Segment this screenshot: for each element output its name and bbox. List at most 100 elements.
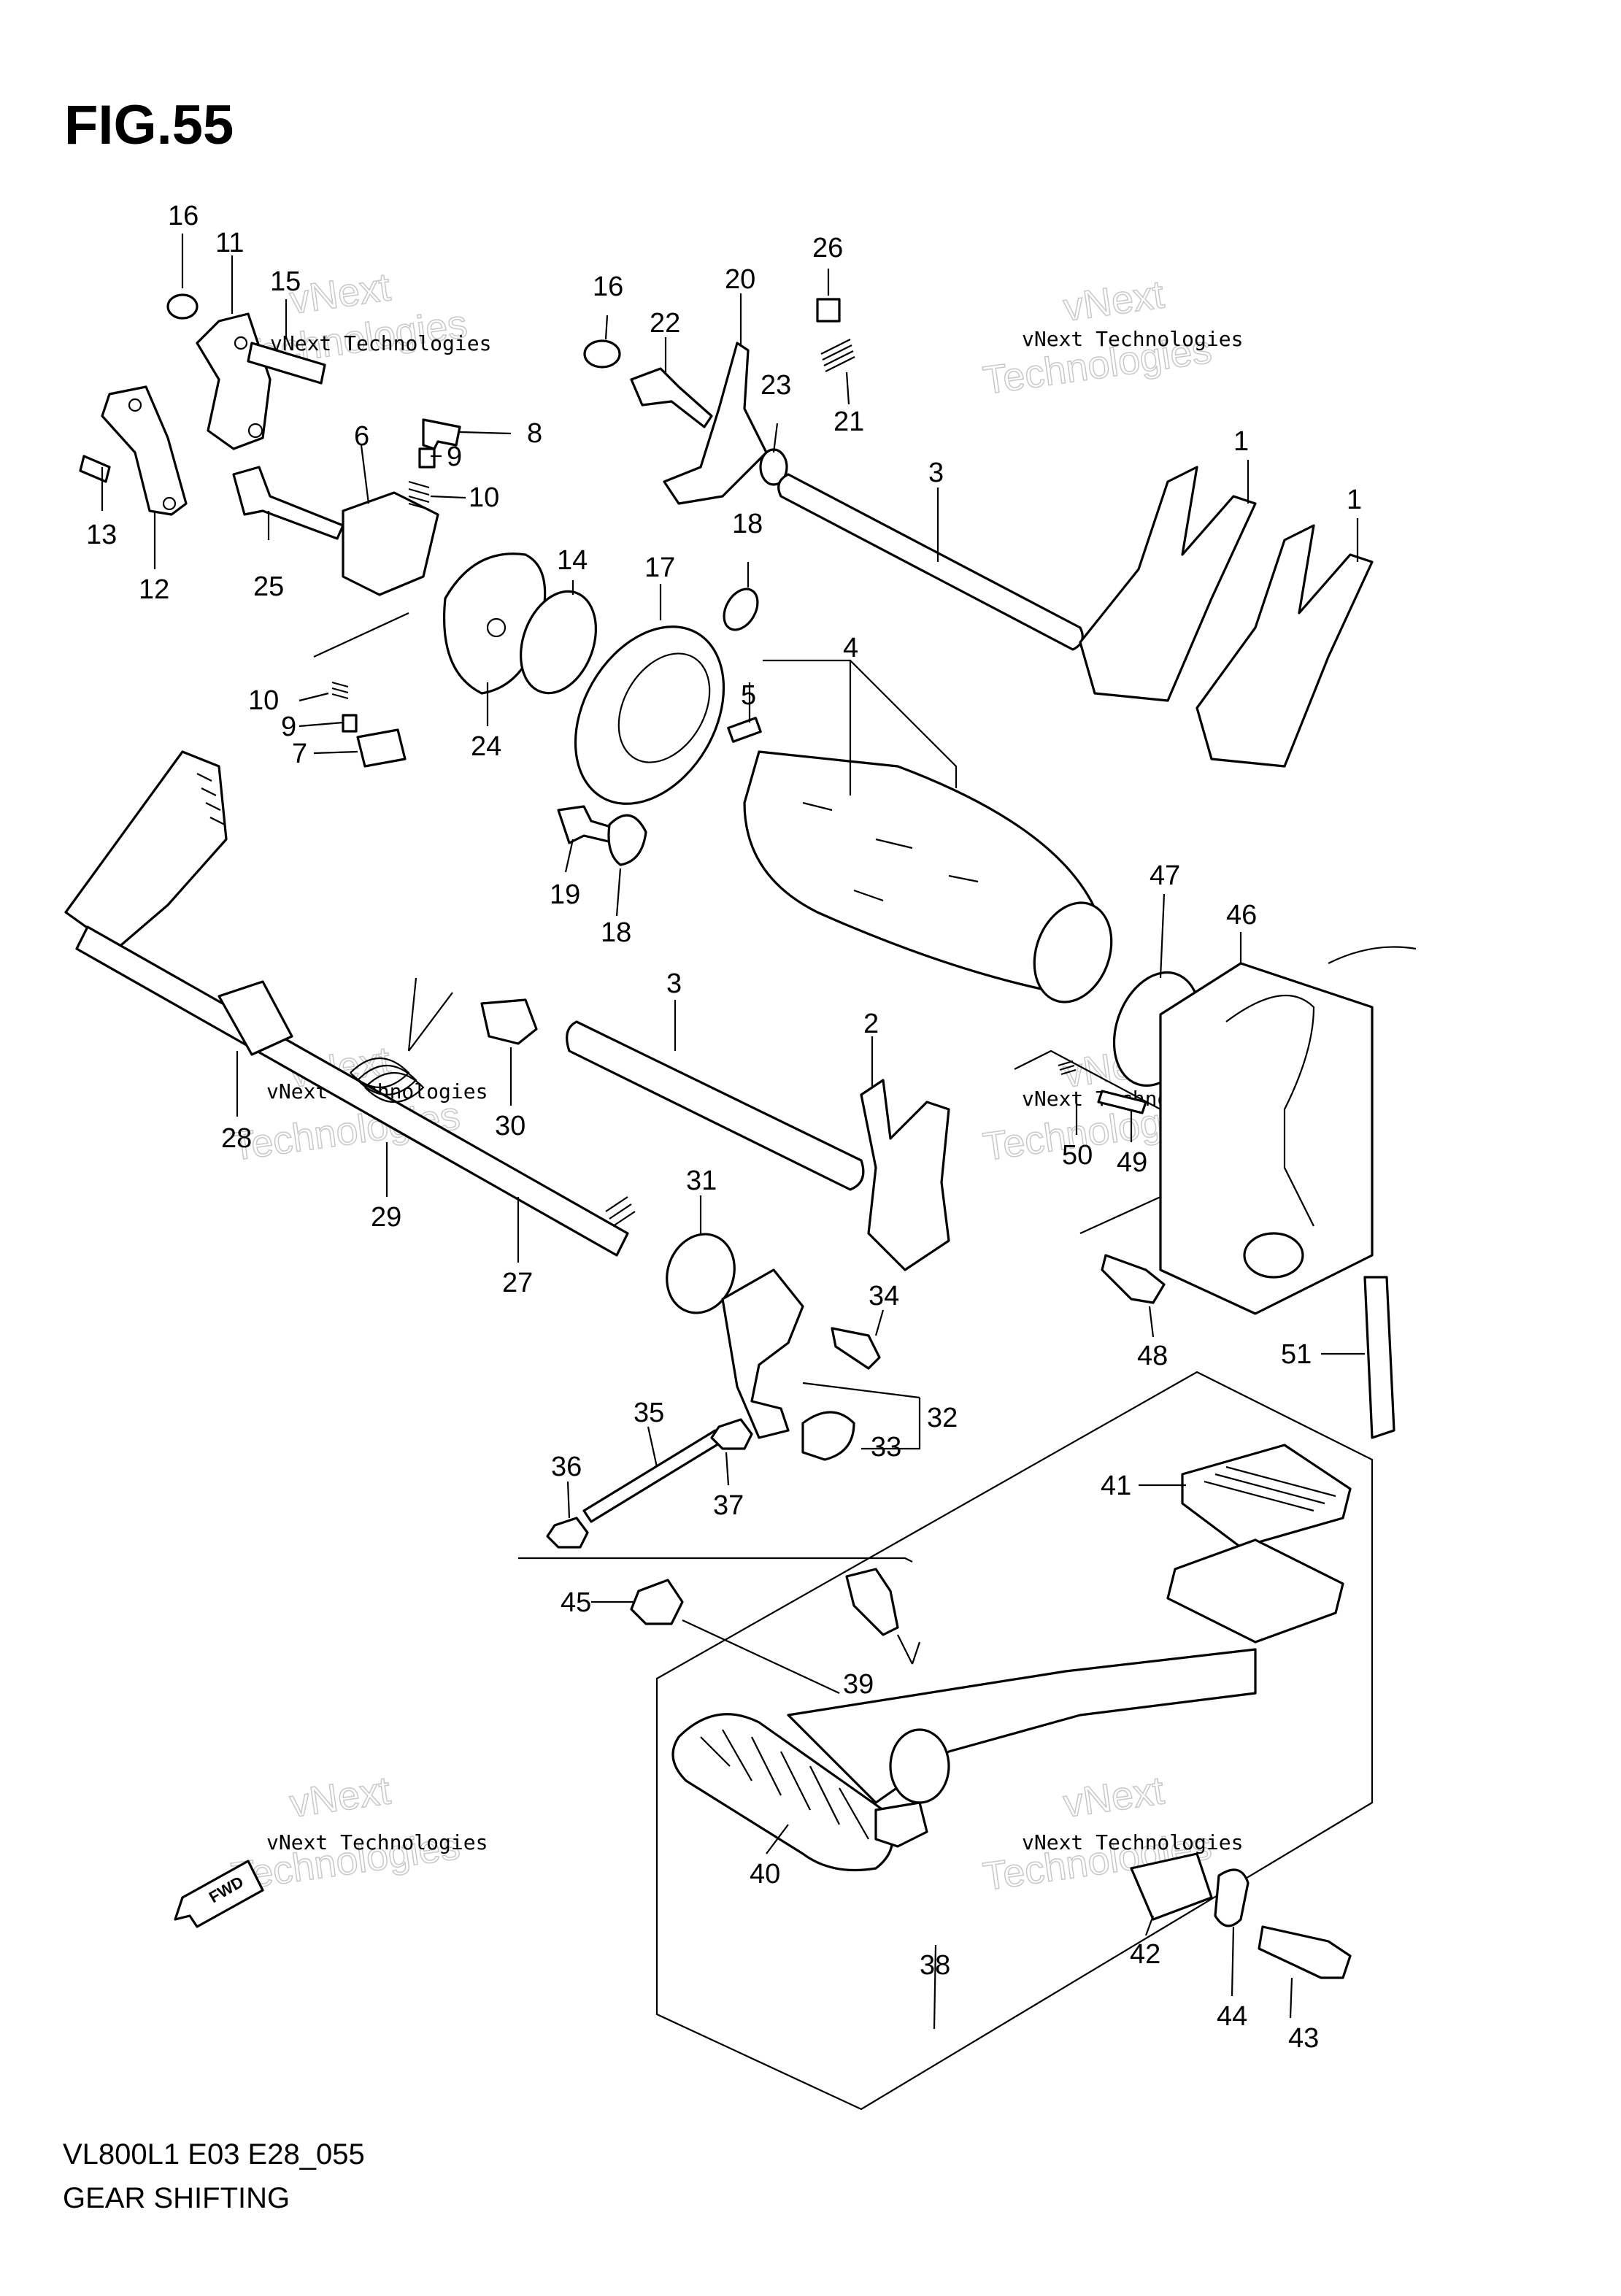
part-37-nut <box>710 1418 753 1450</box>
callout-50: 50 <box>1062 1140 1093 1171</box>
callout-45: 45 <box>561 1587 591 1618</box>
callout-42: 42 <box>1130 1939 1160 1970</box>
callout-10: 10 <box>469 482 499 513</box>
callout-16: 16 <box>593 271 623 302</box>
callout-3: 3 <box>928 458 944 488</box>
callout-15: 15 <box>270 266 301 297</box>
callout-48: 48 <box>1137 1341 1168 1371</box>
part-7-pawl <box>356 728 407 768</box>
part-1-shift-fork-2 <box>1195 524 1374 768</box>
callout-11: 11 <box>215 228 244 258</box>
callout-35: 35 <box>634 1398 664 1428</box>
part-26-screw <box>816 298 841 323</box>
part-51-clamp <box>1363 1276 1395 1439</box>
callout-41: 41 <box>1101 1471 1131 1501</box>
part-3-fork-shaft-lower <box>566 1020 865 1191</box>
callout-26: 26 <box>812 233 843 263</box>
part-49-pin <box>1097 1090 1147 1114</box>
callout-34: 34 <box>869 1281 899 1311</box>
callout-39: 39 <box>843 1669 874 1700</box>
part-46-connector <box>1243 1232 1304 1279</box>
callout-2: 2 <box>863 1009 879 1039</box>
part-14-o-ring <box>520 590 597 695</box>
callout-30: 30 <box>495 1111 525 1141</box>
part-3-fork-shaft <box>777 473 1084 651</box>
callout-40: 40 <box>750 1859 780 1889</box>
watermark-text: vNext Technologies <box>270 331 491 355</box>
watermark-brand: vNext <box>1060 1768 1166 1826</box>
callout-22: 22 <box>650 308 680 339</box>
diagram-caption: GEAR SHIFTING <box>63 2182 290 2214</box>
part-17-bearing <box>574 625 725 805</box>
part-34-bolt <box>831 1327 881 1370</box>
part-16-nut-2 <box>583 339 621 369</box>
callout-47: 47 <box>1150 860 1180 891</box>
part-27-shaft <box>75 925 629 1257</box>
part-21-spring <box>820 339 855 372</box>
watermark-text: vNext Technologies <box>266 1830 488 1854</box>
callout-43: 43 <box>1288 2023 1319 2054</box>
callout-1: 1 <box>1347 485 1362 515</box>
watermark-text: vNext Technologies <box>1022 1830 1243 1854</box>
callout-labels: 1 1 2 3 3 4 5 6 7 8 9 9 10 10 11 12 13 1… <box>86 201 1362 2054</box>
part-8-pawl <box>422 418 461 450</box>
part-31-oil-seal <box>666 1233 736 1314</box>
callout-33: 33 <box>871 1432 901 1463</box>
part-48-screw <box>1101 1254 1166 1304</box>
part-32-gearshift-arm <box>721 1268 804 1439</box>
part-36-nut <box>546 1517 589 1549</box>
callout-18: 18 <box>732 509 763 539</box>
part-28-bushing <box>217 980 293 1056</box>
callout-32: 32 <box>927 1403 958 1433</box>
part-22-stud <box>630 367 713 428</box>
part-41-pedal-pad <box>1181 1444 1352 1549</box>
callout-14: 14 <box>557 545 588 576</box>
part-2-shift-fork <box>860 1079 950 1271</box>
callout-3: 3 <box>666 968 682 999</box>
part-10-spring-lower <box>331 681 349 700</box>
callout-49: 49 <box>1117 1147 1147 1178</box>
part-39-bolt <box>845 1568 899 1636</box>
part-1-shift-fork <box>1079 466 1257 702</box>
callout-9: 9 <box>447 442 462 472</box>
part-40-footrest-rubber <box>671 1713 894 1872</box>
part-10-spring <box>408 480 430 511</box>
callout-4: 4 <box>843 633 858 663</box>
callout-46: 46 <box>1226 900 1257 931</box>
callout-6: 6 <box>354 421 369 452</box>
part-18-washer-lower <box>607 814 647 866</box>
callout-10: 10 <box>248 685 279 716</box>
part-44-washer <box>1214 1868 1250 1927</box>
part-20-shift-arm <box>663 342 768 505</box>
callout-25: 25 <box>253 571 284 602</box>
figure-title: FIG.55 <box>64 94 234 156</box>
callout-19: 19 <box>550 879 580 910</box>
part-13-screw <box>79 455 111 483</box>
part-pedal-pivot <box>889 1728 950 1804</box>
callout-29: 29 <box>371 1202 401 1233</box>
part-16-nut <box>166 293 199 320</box>
callout-7: 7 <box>292 739 307 769</box>
callout-16: 16 <box>168 201 199 231</box>
callout-18: 18 <box>601 917 631 948</box>
callout-1: 1 <box>1233 426 1249 457</box>
callout-44: 44 <box>1217 2001 1247 2032</box>
part-9-pin-lower <box>342 714 358 733</box>
part-38-assembly-outline <box>655 1371 1374 2111</box>
callout-12: 12 <box>139 574 169 605</box>
part-42-bushing <box>1130 1852 1213 1921</box>
part-45-nut <box>630 1579 684 1625</box>
part-6-cam-stopper <box>342 491 439 596</box>
model-code: VL800L1 E03 E28_055 <box>63 2138 365 2170</box>
part-43-bolt <box>1258 1925 1352 1979</box>
watermark-text: vNext Technologies <box>1022 327 1243 351</box>
leader-lines <box>101 234 1365 2030</box>
callout-31: 31 <box>686 1166 717 1196</box>
callout-28: 28 <box>221 1123 252 1154</box>
part-33-joint-cover <box>801 1411 855 1461</box>
part-9-pin <box>418 447 436 469</box>
part-heel-plate <box>1166 1538 1344 1644</box>
callout-36: 36 <box>551 1452 582 1482</box>
watermark-brand: vNext <box>287 1768 393 1826</box>
callout-5: 5 <box>741 680 756 711</box>
